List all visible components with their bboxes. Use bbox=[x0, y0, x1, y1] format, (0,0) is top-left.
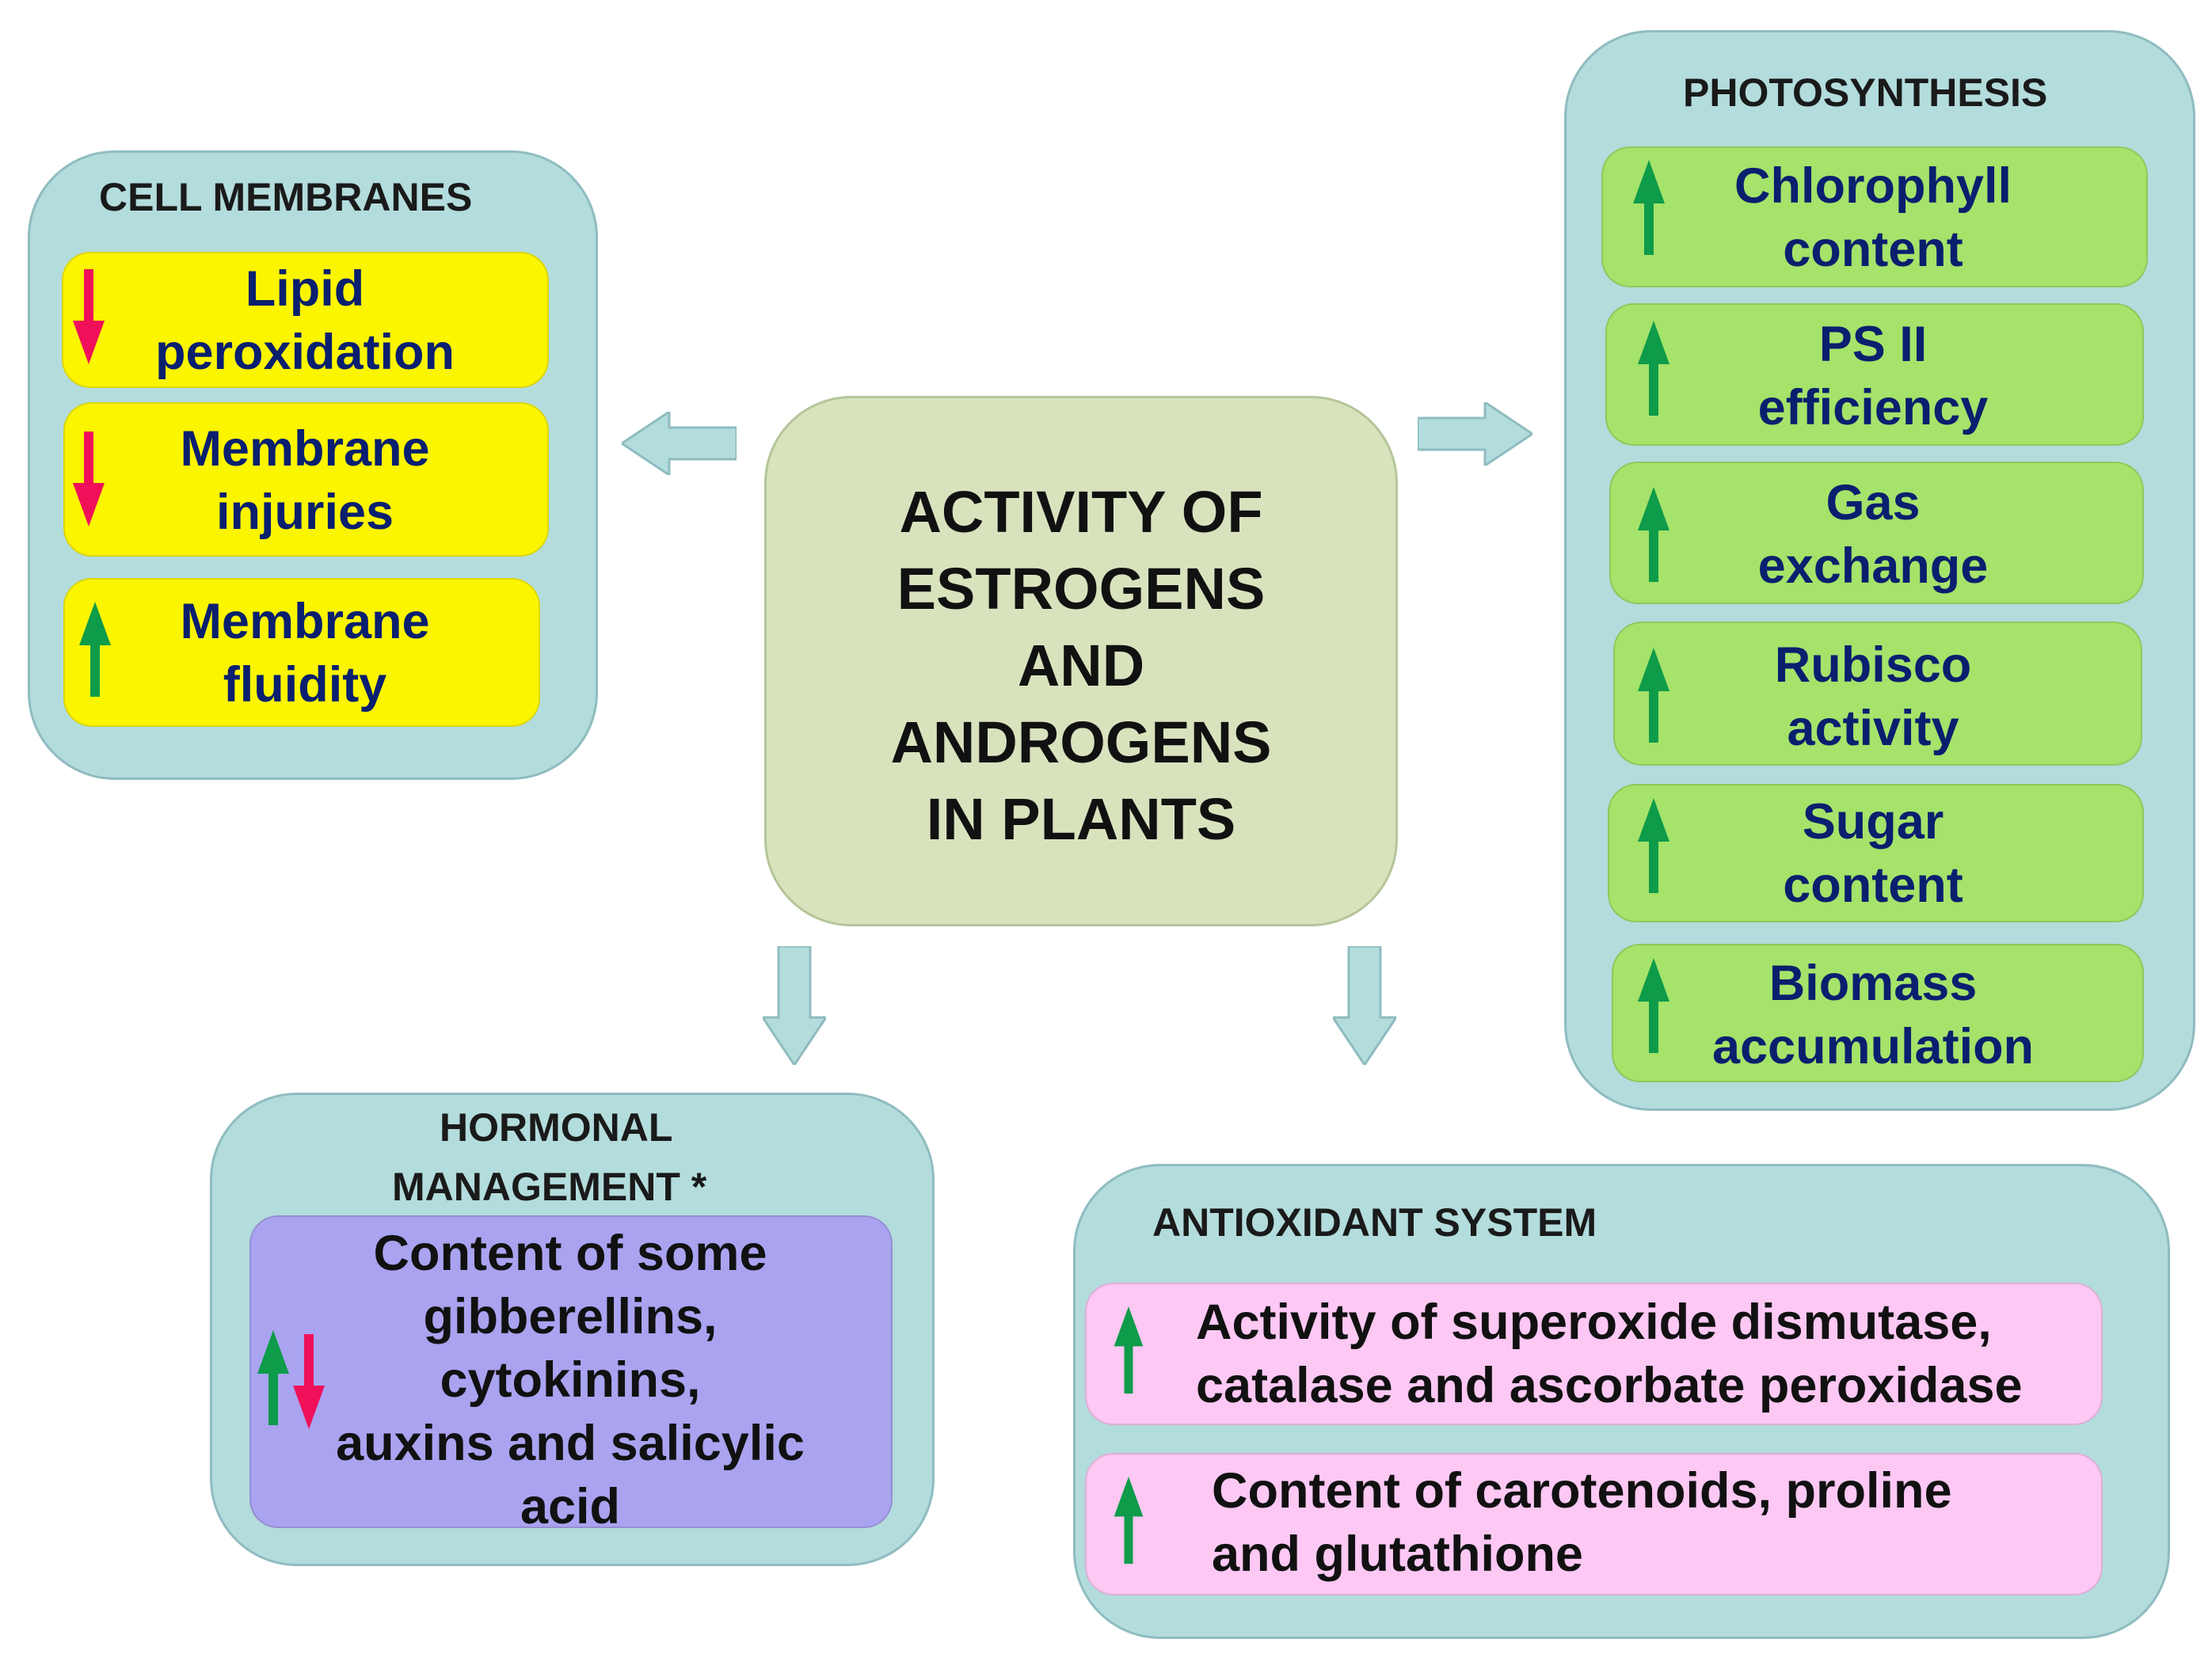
antioxidant-title: ANTIOXIDANT SYSTEM bbox=[1152, 1200, 1597, 1245]
gas-exchange-item bbox=[1609, 462, 2144, 604]
arrow-up-icon bbox=[1633, 160, 1665, 255]
arrow-up-icon bbox=[1638, 798, 1669, 893]
psii-efficiency-label: PS II efficiency bbox=[1757, 317, 1989, 435]
photosynthesis-title: PHOTOSYNTHESIS bbox=[1683, 70, 2048, 115]
enzyme-activity-label: Activity of superoxide dismutase, catala… bbox=[1196, 1295, 2023, 1413]
lipid-peroxidation-item bbox=[62, 252, 549, 388]
arrow-up-icon bbox=[1638, 958, 1669, 1053]
arrow-up-icon bbox=[1113, 1306, 1144, 1394]
center-title: ACTIVITY OF ESTROGENS AND ANDROGENS IN P… bbox=[890, 479, 1272, 852]
hormone-content-item bbox=[249, 1215, 893, 1528]
lipid-peroxidation-label: Lipid peroxidation bbox=[154, 261, 455, 380]
arrow-down-hormonal-connector bbox=[763, 946, 826, 1065]
biomass-accumulation-label: Biomass accumulation bbox=[1711, 956, 2035, 1074]
chlorophyll-content-label: Chlorophyll content bbox=[1734, 158, 2012, 277]
arrow-up-icon bbox=[1638, 648, 1669, 743]
arrow-left-connector bbox=[622, 412, 737, 475]
hormone-content-label: Content of some gibberellins, cytokinins… bbox=[336, 1226, 805, 1534]
arrow-down-icon bbox=[73, 269, 105, 364]
hormonal-title-line1: HORMONAL bbox=[440, 1105, 673, 1150]
gas-exchange-label: Gas exchange bbox=[1757, 475, 1989, 594]
arrow-up-icon bbox=[257, 1330, 289, 1425]
arrow-right-connector bbox=[1418, 402, 1532, 466]
sugar-content-label: Sugar content bbox=[1783, 794, 1963, 913]
antioxidant-content-label: Content of carotenoids, proline and glut… bbox=[1212, 1463, 1952, 1582]
membrane-fluidity-label: Membrane fluidity bbox=[180, 594, 430, 713]
membrane-injuries-item bbox=[63, 402, 549, 557]
arrow-down-antioxidant-connector bbox=[1333, 946, 1396, 1065]
enzyme-activity-item bbox=[1085, 1283, 2103, 1425]
biomass-accumulation-item bbox=[1612, 944, 2144, 1082]
membrane-injuries-label: Membrane injuries bbox=[180, 421, 430, 540]
cell-membranes-title: CELL MEMBRANES bbox=[99, 175, 473, 219]
hormonal-title-line2: MANAGEMENT * bbox=[392, 1165, 707, 1209]
arrow-up-icon bbox=[1638, 487, 1669, 582]
arrow-up-icon bbox=[1113, 1477, 1144, 1564]
arrow-down-icon bbox=[73, 432, 105, 527]
arrow-up-icon bbox=[79, 602, 111, 697]
antioxidant-content-item bbox=[1085, 1453, 2103, 1595]
psii-efficiency-item bbox=[1605, 303, 2144, 446]
rubisco-activity-label: Rubisco activity bbox=[1774, 637, 1972, 756]
chlorophyll-content-item bbox=[1601, 146, 2148, 287]
membrane-fluidity-item bbox=[63, 578, 540, 727]
sugar-content-item bbox=[1608, 784, 2144, 922]
arrow-up-icon bbox=[1638, 321, 1669, 416]
rubisco-activity-item bbox=[1613, 622, 2142, 766]
center-box: ACTIVITY OF ESTROGENS AND ANDROGENS IN P… bbox=[764, 396, 1398, 926]
